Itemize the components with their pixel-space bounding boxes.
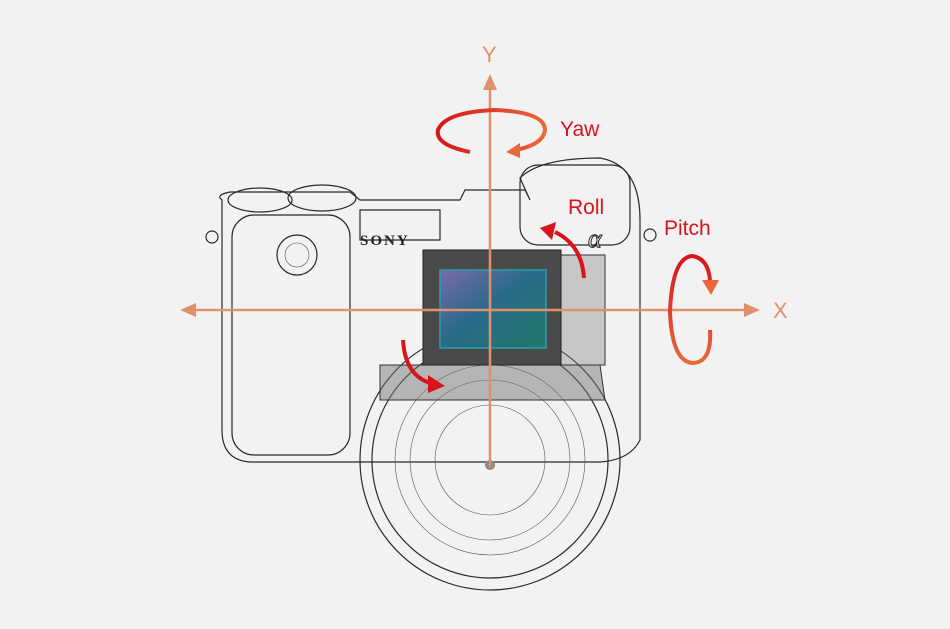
- axes: [180, 74, 760, 468]
- pitch-rotation-arrow: [667, 253, 719, 366]
- alpha-mark: α: [588, 224, 603, 253]
- x-axis-label: X: [773, 298, 788, 323]
- sony-logo: SONY: [360, 233, 410, 249]
- roll-rotation-arrow: [401, 222, 586, 393]
- y-axis-label: Y: [482, 42, 497, 67]
- yaw-label: Yaw: [560, 118, 600, 141]
- roll-label: Roll: [568, 196, 604, 219]
- yaw-rotation-arrow: [435, 107, 548, 158]
- pitch-label: Pitch: [664, 217, 711, 240]
- image-sensor-assembly: [379, 249, 606, 401]
- camera-body: SONY α: [205, 157, 657, 463]
- x-axis-arrowhead-left: [180, 303, 196, 317]
- y-axis-arrowhead: [483, 74, 497, 90]
- x-axis-arrowhead-right: [744, 303, 760, 317]
